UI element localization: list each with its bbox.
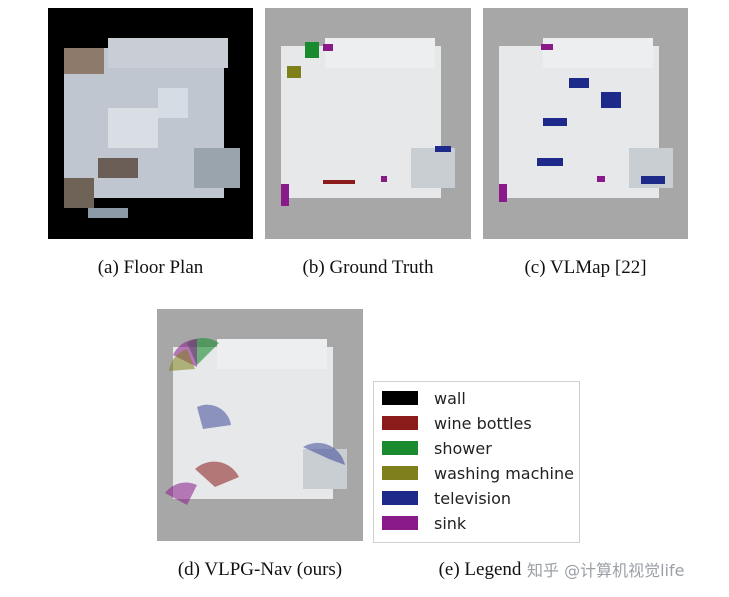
legend-item-television: television [382,488,511,508]
legend-item-shower: shower [382,438,492,458]
caption-legend: (e) Legend [438,559,522,580]
ground-truth-image [265,8,471,239]
shower-region [305,42,319,58]
watermark-text: 知乎 @计算机视觉life [527,561,685,580]
legend-item-sink: sink [382,513,466,533]
caption-vlpg-nav: (d) VLPG-Nav (ours) [177,559,343,580]
floor-plan-image [48,8,253,239]
sink-region-2 [281,184,289,206]
vlpg-nav-image [157,309,363,541]
sink-region-3 [381,176,387,182]
wine-bottles-region [323,180,355,184]
legend-swatch-wine-bottles [382,416,418,430]
legend-label-television: television [434,488,512,508]
legend-item-wall: wall [382,388,466,408]
washing-machine-region [287,66,301,78]
sink-region [323,44,333,51]
legend-item-wine-bottles: wine bottles [382,413,532,433]
legend-swatch-wall [382,391,418,405]
caption-vlmap: (c) VLMap [22] [524,257,647,278]
vlmap-image [483,8,688,239]
television-region [435,146,451,152]
legend-label-wall: wall [434,388,466,408]
legend-swatch-television [382,491,418,505]
legend-label-sink: sink [434,513,467,533]
caption-ground-truth: (b) Ground Truth [302,257,434,278]
legend-label-shower: shower [434,438,492,458]
legend-label-washing-machine: washing machine [434,463,574,483]
legend-item-washing-machine: washing machine [382,463,574,483]
caption-floor-plan: (a) Floor Plan [97,257,204,278]
legend-swatch-washing-machine [382,466,418,480]
legend-swatch-sink [382,516,418,530]
legend-swatch-shower [382,441,418,455]
legend-box: wall wine bottles shower washing machine… [373,381,580,543]
legend-label-wine-bottles: wine bottles [434,413,532,433]
